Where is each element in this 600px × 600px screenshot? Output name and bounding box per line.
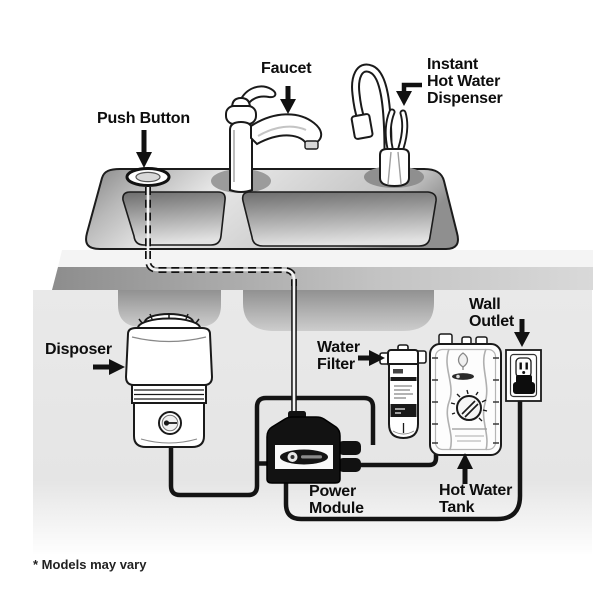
filter-body xyxy=(388,363,419,440)
models-may-vary-footnote: * Models may vary xyxy=(33,557,147,572)
dispenser-arrow-icon xyxy=(401,82,422,93)
faucet-spout xyxy=(250,113,323,147)
faucet-body xyxy=(229,120,253,193)
faucet-label: Faucet xyxy=(261,60,312,77)
under-sink-bowl-left xyxy=(118,290,221,327)
sink-bowl-left xyxy=(122,191,226,246)
label-arrows xyxy=(93,82,530,484)
hot-water-tank-label: Hot Water Tank xyxy=(439,482,513,516)
tank-cord xyxy=(360,451,439,468)
tank-text-line-2 xyxy=(455,435,484,442)
counter-front-lip xyxy=(58,250,593,267)
wall-outlet-label: Wall Outlet xyxy=(469,296,515,330)
sink-bowl-right xyxy=(241,191,437,247)
push-button-tube xyxy=(145,187,297,416)
wall-outlet xyxy=(505,349,542,402)
module-connector-lower xyxy=(338,458,361,472)
disposer-cord xyxy=(168,395,376,498)
tank-ticks-right xyxy=(493,357,499,444)
dispenser-label: Instant Hot Water Dispenser xyxy=(427,56,503,107)
power-module-label: Power Module xyxy=(309,483,364,517)
disposer-upper-body xyxy=(124,327,214,386)
disposer-label: Disposer xyxy=(45,341,112,358)
faucet xyxy=(225,85,323,193)
dispenser-base xyxy=(379,148,410,188)
dispenser-spout-tip xyxy=(350,113,374,140)
hot-water-tank xyxy=(429,333,502,456)
filter-label-text xyxy=(394,385,413,399)
under-sink-bowl-right xyxy=(243,290,434,331)
filter-logo xyxy=(393,369,403,374)
disposer xyxy=(124,313,214,448)
instant-hot-water-dispenser xyxy=(350,63,410,188)
tank-dial-ticks xyxy=(450,389,488,422)
push-button-label: Push Button xyxy=(97,110,190,127)
water-filter-label: Water Filter xyxy=(317,339,360,373)
power-module xyxy=(266,411,361,484)
outlet-socket-top xyxy=(515,357,532,378)
tank-ticks-left xyxy=(432,357,438,444)
water-filter xyxy=(379,344,427,440)
faucet-aerator xyxy=(304,140,319,150)
module-connector-upper xyxy=(338,441,361,455)
tank-logo xyxy=(452,373,474,380)
leaf-icon xyxy=(457,352,469,368)
power-cord xyxy=(283,392,523,522)
push-button xyxy=(125,167,171,187)
counter-front-edge xyxy=(52,267,593,290)
